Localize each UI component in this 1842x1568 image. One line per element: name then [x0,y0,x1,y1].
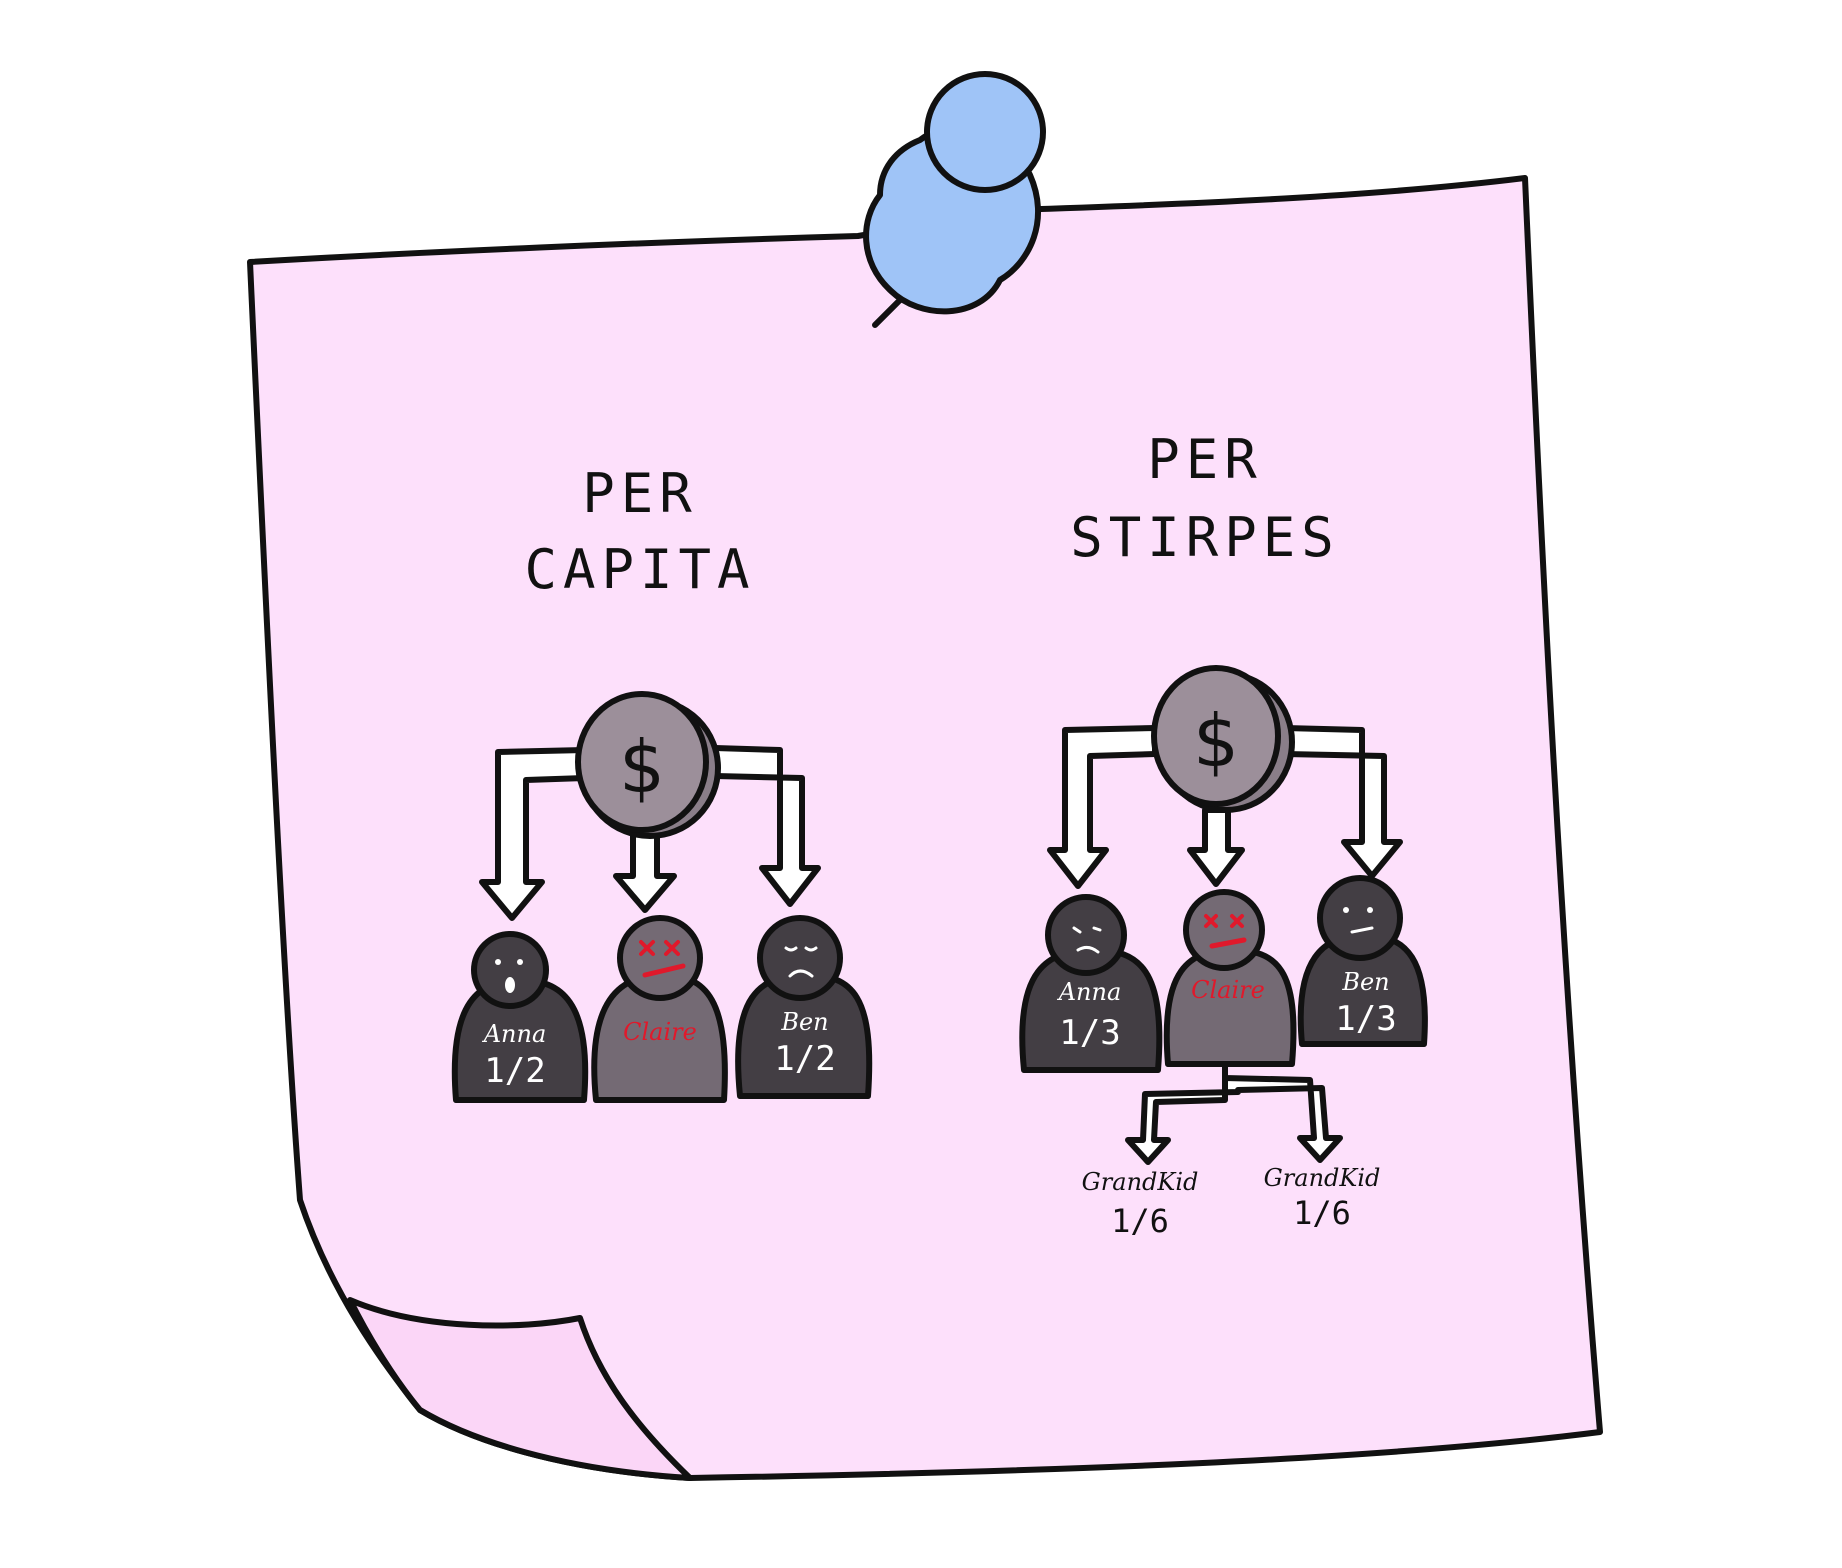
per-capita-diagram: $ Anna 1/2 Claire Ben 1/2 [451,691,873,1103]
person-name: Ben [1341,968,1389,996]
per-stirpes-diagram: $ Anna 1/3 Claire Ben 1/3 GrandKi [1019,665,1428,1240]
arrow-to-ben [712,745,821,907]
person-ben: Ben 1/3 [1297,875,1428,1047]
person-name: Claire [1191,976,1265,1004]
person-claire-deceased: Claire [591,915,728,1103]
arrow-to-claire [1187,807,1245,887]
grandkid-share: 1/6 [1293,1194,1351,1232]
per-capita-coin-symbol: $ [619,725,665,809]
person-share: 1/3 [1335,999,1396,1039]
note-paper [247,175,1603,1481]
per-stirpes-title-line2: STIRPES [1070,506,1340,569]
grandkid-name: GrandKid [1082,1168,1199,1196]
person-share: 1/3 [1059,1013,1120,1053]
per-capita-arrows [479,745,821,921]
person-name: Anna [1057,978,1122,1006]
per-stirpes-title-line1: PER [1147,428,1263,491]
person-name: Claire [623,1018,697,1046]
arrow-to-ben [1282,725,1403,879]
person-anna: Anna 1/3 [1019,894,1163,1073]
person-ben: Ben 1/2 [735,915,873,1099]
per-stirpes-coin: $ [1151,665,1295,813]
per-stirpes-coin-symbol: $ [1193,699,1239,783]
person-share: 1/2 [774,1039,835,1079]
per-capita-coin: $ [575,691,721,839]
person-name: Ben [780,1008,828,1036]
arrow-claire-to-grandkids [1125,1057,1343,1165]
person-anna: Anna 1/2 [451,931,589,1103]
per-stirpes-title: PER STIRPES [1070,428,1340,569]
per-capita-title: PER CAPITA [524,462,755,601]
arrow-to-anna [479,747,588,921]
per-capita-title-line2: CAPITA [524,538,755,601]
grandkid-share: 1/6 [1111,1202,1169,1240]
grandkid-name: GrandKid [1264,1164,1381,1192]
sticky-note [247,175,1603,1481]
push-pin-icon [863,71,1046,328]
grandkid-1: GrandKid 1/6 [1082,1168,1199,1240]
grandkid-2: GrandKid 1/6 [1264,1164,1381,1232]
per-capita-title-line1: PER [582,462,698,525]
person-share: 1/2 [484,1051,545,1091]
person-claire-deceased: Claire [1163,889,1297,1067]
person-name: Anna [482,1020,547,1048]
per-stirpes-arrows [1047,725,1403,1165]
note-curl [347,1297,693,1481]
arrow-to-anna [1047,725,1158,889]
